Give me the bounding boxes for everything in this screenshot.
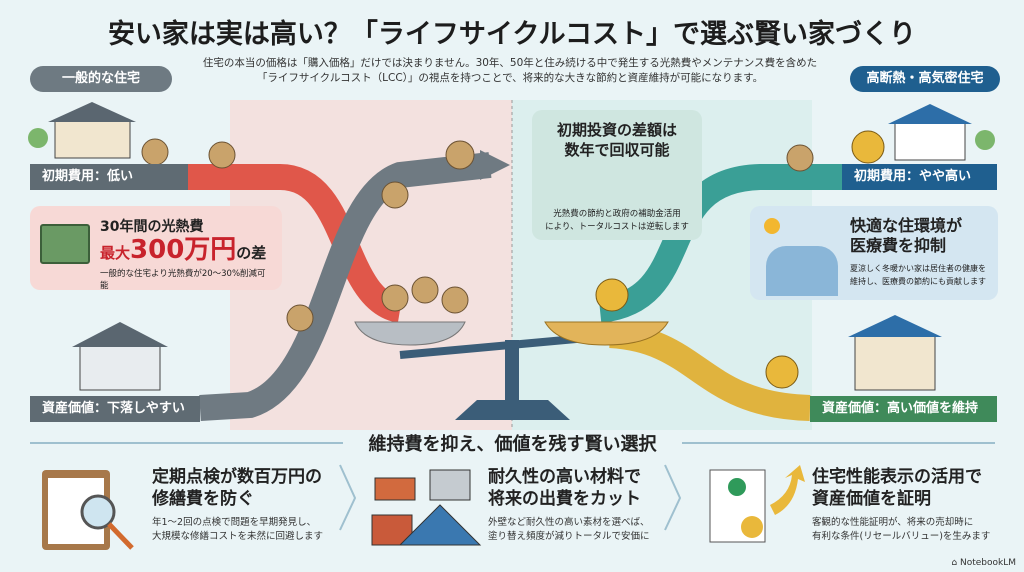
callout-note: 一般的な住宅より光熱費が20〜30%削減可能 xyxy=(100,269,266,291)
tip-durable-materials: 耐久性の高い材料で 将来の出費をカット 外壁など耐久性の高い素材を選べば、塗り替… xyxy=(488,466,668,544)
callout-note: 光熱費の節約と政府の補助金活用 xyxy=(553,209,681,219)
tip-desc: 大規模な修繕コストを未然に回避します xyxy=(152,531,324,542)
sun-icon xyxy=(764,218,780,234)
initial-cost-low-banner: 初期費用：低い xyxy=(30,164,188,190)
callout-heading: 数年で回収可能 xyxy=(564,141,670,159)
family-icon xyxy=(766,246,838,296)
certificate-icon xyxy=(709,465,805,543)
amount-prefix: 最大 xyxy=(100,244,131,262)
intro-text: 住宅の本当の価格は「購入価格」だけでは決まりません。30年、50年と住み続ける中… xyxy=(180,56,840,86)
tip-desc: 外壁など耐久性の高い素材を選べば、 xyxy=(488,517,650,528)
building-materials-icon xyxy=(371,469,482,546)
health-callout: 快適な住環境が 医療費を抑制 夏涼しく冬暖かい家は居住者の健康を 維持し、医療費… xyxy=(750,206,998,300)
tip-inspection: 定期点検が数百万円の 修繕費を防ぐ 年1〜2回の点検で問題を早期発見し、大規模な… xyxy=(152,466,342,544)
callout-heading: 快適な住環境が xyxy=(850,216,963,235)
insulated-house-icon xyxy=(888,104,995,161)
old-house-icon xyxy=(72,322,168,391)
tip-title: 資産価値を証明 xyxy=(812,489,931,509)
utility-cost-callout: 30年間の光熱費 最大300万円の差 一般的な住宅より光熱費が20〜30%削減可… xyxy=(30,206,282,291)
tip-desc: 有利な条件(リセールバリュー)を生みます xyxy=(812,531,991,542)
callout-note: 維持し、医療費の節約にも貢献します xyxy=(850,277,986,286)
tip-performance-label: 住宅性能表示の活用で 資産価値を証明 客観的な性能証明が、将来の売却時に有利な条… xyxy=(812,466,1012,544)
notebooklm-watermark: ⌂ NotebookLM xyxy=(951,558,1016,568)
amount-value: 300万円 xyxy=(130,235,237,265)
watermark-text: NotebookLM xyxy=(959,558,1016,568)
tip-title: 住宅性能表示の活用で xyxy=(812,467,982,487)
callout-heading: 医療費を抑制 xyxy=(850,236,947,255)
tip-title: 定期点検が数百万円の xyxy=(152,467,322,487)
label-insulated-house: 高断熱・高気密住宅 xyxy=(850,66,1000,92)
road-arrow-icon xyxy=(480,150,510,180)
grey-value-road xyxy=(199,152,492,421)
tip-title: 修繕費を防ぐ xyxy=(152,489,254,509)
tip-desc: 客観的な性能証明が、将来の売却時に xyxy=(812,517,974,528)
intro-line: 「ライフサイクルコスト（LCC）」の視点を持つことで、将来的な大きな節約と資産維… xyxy=(256,72,764,84)
callout-heading: 初期投資の差額は xyxy=(556,121,677,139)
callout-heading: 30年間の光熱費 xyxy=(100,219,204,235)
chevron-right-icon xyxy=(339,464,357,531)
tip-desc: 塗り替え頻度が減りトータルで安価に xyxy=(488,531,650,542)
balance-scale-icon xyxy=(354,321,669,420)
notebooklm-logo-icon: ⌂ xyxy=(951,558,960,568)
label-ordinary-house: 一般的な住宅 xyxy=(30,66,172,92)
asset-value-kept-banner: 資産価値：高い価値を維持 xyxy=(810,396,997,422)
asset-value-falls-banner: 資産価値：下落しやすい xyxy=(30,396,200,422)
clipboard-inspection-icon xyxy=(42,470,134,550)
payback-callout: 初期投資の差額は 数年で回収可能 光熱費の節約と政府の補助金活用 により、トータ… xyxy=(532,110,702,240)
section-title: 維持費を抑え、価値を残す賢い選択 xyxy=(368,434,657,455)
tip-title: 耐久性の高い材料で xyxy=(488,467,641,487)
callout-note: 夏涼しく冬暖かい家は居住者の健康を xyxy=(850,264,986,273)
intro-line: 住宅の本当の価格は「購入価格」だけでは決まりません。30年、50年と住み続ける中… xyxy=(202,57,818,69)
chevron-right-icon xyxy=(664,464,682,531)
cash-stack-icon xyxy=(40,224,90,264)
page-title: 安い家は実は高い？「ライフサイクルコスト」で選ぶ賢い家づくり xyxy=(107,19,917,50)
tip-desc: 年1〜2回の点検で問題を早期発見し、 xyxy=(152,517,317,528)
callout-note: により、トータルコストは逆転します xyxy=(545,222,689,232)
ordinary-house-icon xyxy=(28,102,136,159)
new-house-icon xyxy=(848,315,942,391)
initial-cost-high-banner: 初期費用：やや高い xyxy=(842,164,997,190)
tip-title: 将来の出費をカット xyxy=(488,489,641,509)
amount-suffix: の差 xyxy=(236,244,267,262)
